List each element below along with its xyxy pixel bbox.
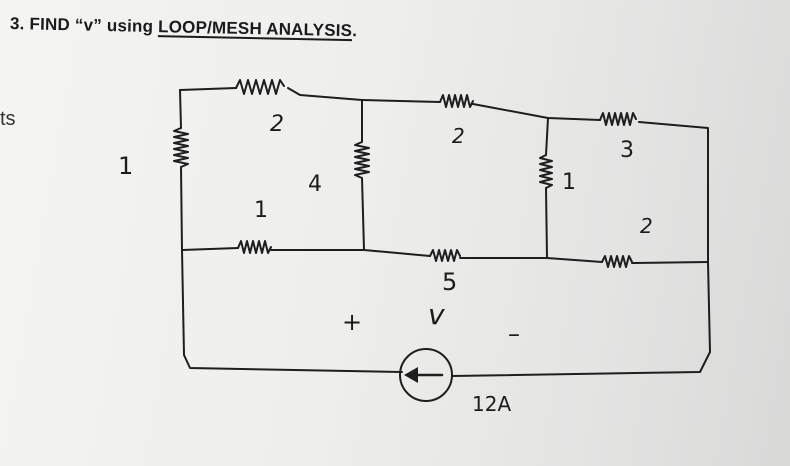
label-v: v bbox=[428, 298, 445, 331]
resistor-left-1 bbox=[173, 127, 189, 168]
label-r-right-vertical: 1 bbox=[562, 170, 576, 195]
label-r-top-right: 3 bbox=[620, 138, 634, 163]
label-source: 12A bbox=[472, 392, 512, 416]
wire-mid-h-a bbox=[270, 249, 431, 257]
wire-right-v-bottom bbox=[545, 187, 548, 259]
wire-top-c bbox=[472, 103, 601, 121]
resistor-top-mid-2 bbox=[439, 94, 474, 108]
label-r-left: 1 bbox=[118, 152, 134, 180]
wire-mid-h-left bbox=[181, 247, 239, 251]
wire-mid-v-bottom bbox=[361, 177, 365, 251]
label-r-top: 2 bbox=[270, 112, 284, 137]
wire-mid-h-right bbox=[631, 261, 709, 264]
wire-left-bottom bbox=[180, 166, 403, 373]
label-r-bottom-right: 2 bbox=[640, 214, 653, 238]
label-r-bottom-mid: 5 bbox=[442, 268, 458, 296]
current-source bbox=[399, 348, 453, 402]
edge-text: ts bbox=[0, 108, 16, 130]
wire-left-top bbox=[179, 89, 182, 129]
wire-top-right bbox=[638, 121, 709, 263]
label-minus: – bbox=[508, 320, 520, 348]
wire-right-v-top bbox=[545, 117, 549, 156]
label-plus: + bbox=[342, 308, 363, 336]
resistor-bottom-mid-5 bbox=[429, 249, 461, 262]
resistor-bottom-right-2 bbox=[601, 255, 633, 268]
resistor-bottom-left-1 bbox=[237, 240, 272, 254]
label-r-bottom-left: 1 bbox=[254, 198, 268, 223]
wire-top-b bbox=[361, 99, 441, 103]
current-source-arrow-head bbox=[404, 367, 418, 383]
label-r-top-mid: 2 bbox=[452, 124, 465, 148]
label-r-mid-vertical: 4 bbox=[308, 172, 322, 197]
wire-top-a bbox=[287, 87, 363, 101]
wire-right-bottom bbox=[451, 261, 711, 377]
wire-mid-h-b bbox=[459, 257, 603, 263]
resistor-top-2 bbox=[235, 79, 285, 95]
resistor-right-1 bbox=[539, 154, 553, 189]
resistor-mid-4 bbox=[354, 141, 370, 179]
resistor-top-right-3 bbox=[599, 112, 637, 126]
wire-top-left bbox=[179, 87, 237, 91]
